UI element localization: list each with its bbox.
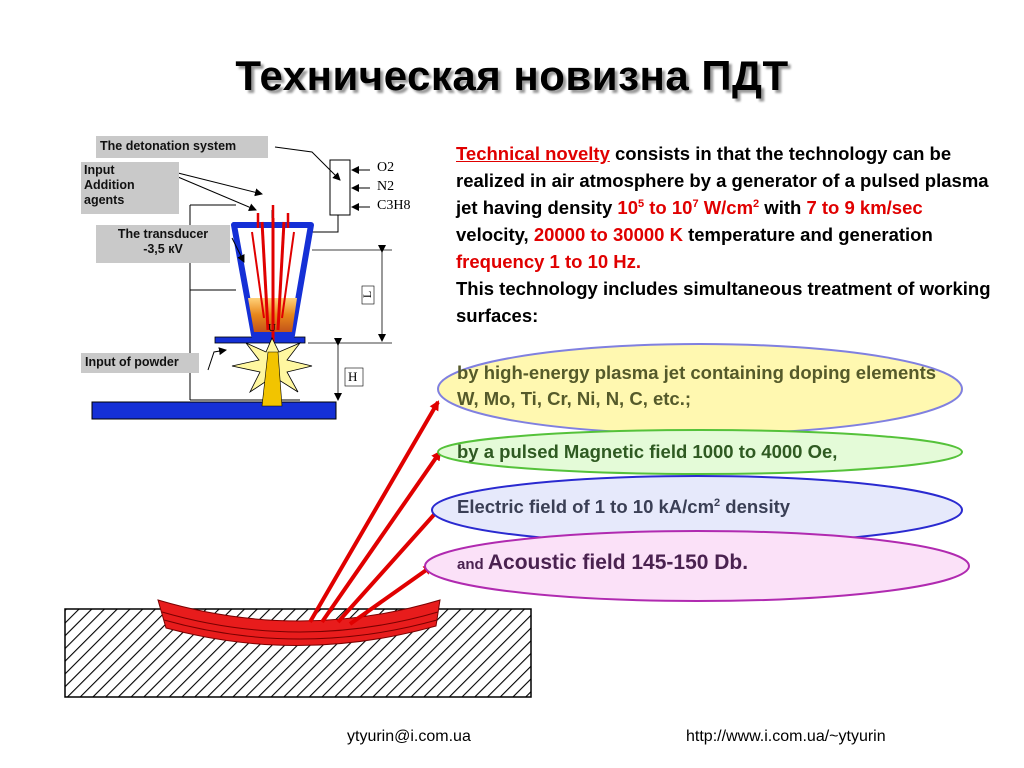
- electric-field-sup: 2: [714, 496, 721, 509]
- footer-url[interactable]: http://www.i.com.ua/~ytyurin: [686, 728, 886, 745]
- page-title: Техническая новизна ПДТ: [235, 52, 789, 99]
- label-transducer-line2: -3,5 кV: [143, 242, 183, 256]
- label-input-line1: Input: [84, 163, 115, 177]
- acoustic-field-text: and Acoustic field 145-150 Db.: [457, 551, 957, 575]
- electric-field-a: Electric field of 1 to 10 kA/cm: [457, 496, 715, 517]
- ellipse-acoustic-field: [424, 530, 970, 602]
- gas-c3h8-label: C3H8: [377, 198, 411, 213]
- p1-with: with: [759, 197, 807, 218]
- acoustic-and: and: [457, 556, 488, 573]
- acoustic-value: Acoustic field 145-150 Db.: [487, 551, 749, 574]
- ellipse-magnetic-field: [437, 429, 963, 475]
- temperature-value: 20000 to 30000 K: [533, 224, 683, 245]
- label-detonation-system: The detonation system: [96, 136, 268, 158]
- label-input-powder: Input of powder: [81, 353, 199, 373]
- label-transducer-line1: The transducer: [117, 227, 209, 241]
- p1-velocity: velocity,: [456, 224, 534, 245]
- label-input-line2: Addition: [84, 178, 135, 192]
- label-transducer: The transducer -3,5 кV: [96, 225, 230, 263]
- electric-field-text: Electric field of 1 to 10 kA/cm2 density: [457, 496, 947, 518]
- electric-field-b: density: [720, 496, 791, 517]
- technical-novelty-link: Technical novelty: [456, 143, 610, 164]
- density-unit-exp: 2: [753, 197, 760, 210]
- label-input-line3: agents: [84, 193, 125, 207]
- density-base: 10: [617, 197, 638, 218]
- dimension-l-label: L: [360, 290, 375, 299]
- base-platform: [91, 401, 337, 420]
- gas-o2-label: O2: [377, 160, 395, 175]
- treatment-intro: This technology includes simultaneous tr…: [456, 278, 991, 326]
- p1-temp-gen: temperature and generation: [682, 224, 933, 245]
- gas-n2-label: N2: [377, 179, 395, 194]
- frequency-value: frequency 1 to 10 Hz.: [456, 251, 642, 272]
- density-to: to 10: [644, 197, 693, 218]
- dimension-h-label: H: [348, 369, 358, 384]
- description-paragraph: Technical novelty consists in that the t…: [456, 140, 996, 329]
- density-value: 105 to 107 W/cm2: [617, 197, 759, 218]
- voltage-marker: U: [268, 322, 276, 334]
- p1-text: consists in that the technology can be r…: [456, 143, 989, 218]
- magnetic-field-text: by a pulsed Magnetic field 1000 to 4000 …: [457, 441, 838, 462]
- density-unit: W/cm: [698, 197, 754, 218]
- density-exp2: 7: [692, 197, 699, 210]
- velocity-value: 7 to 9 km/sec: [806, 197, 923, 218]
- label-input-agents: Input Addition agents: [81, 162, 179, 214]
- plasma-jet-text: by high-energy plasma jet containing dop…: [457, 362, 937, 409]
- density-exp1: 5: [637, 197, 645, 210]
- footer-email[interactable]: ytyurin@i.com.ua: [347, 728, 471, 745]
